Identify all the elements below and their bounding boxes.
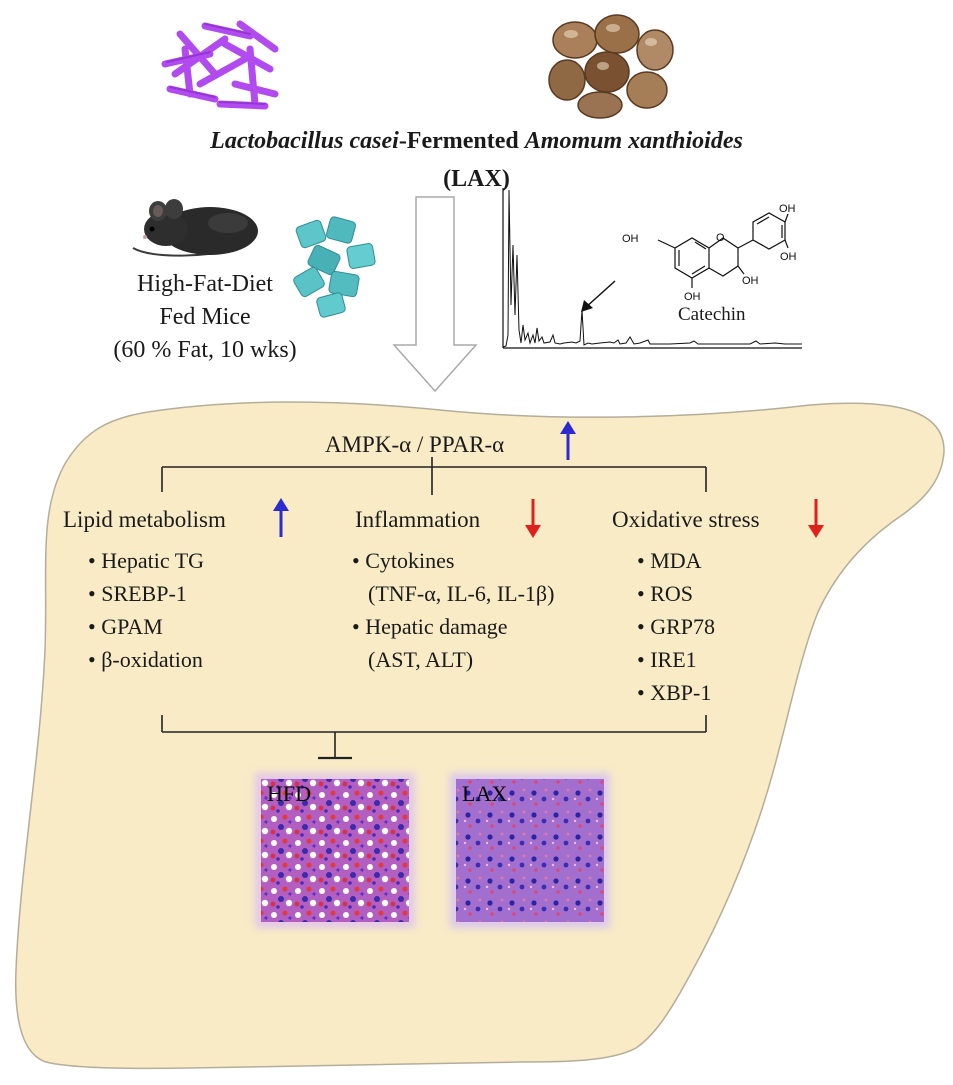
catechin-structure: O OH OH OH OH OH	[622, 203, 797, 303]
svg-text:OH: OH	[684, 291, 701, 303]
list-item: • IRE1	[637, 647, 697, 672]
hfd-label: HFD	[267, 781, 311, 806]
svg-text:O: O	[716, 232, 725, 244]
svg-text:OH: OH	[779, 203, 796, 215]
list-item: • MDA	[637, 548, 702, 573]
lactobacillus-icon	[161, 20, 279, 110]
oxidative-stress-heading: Oxidative stress	[612, 507, 760, 532]
hfd-histology-image: HFD	[255, 773, 415, 928]
svg-text:OH: OH	[742, 275, 759, 287]
catechin-label: Catechin	[678, 304, 746, 325]
list-item: • SREBP-1	[88, 581, 187, 606]
lax-label: LAX	[462, 781, 507, 806]
animal-model-label: High-Fat-Diet Fed Mice (60 % Fat, 10 wks…	[113, 271, 297, 363]
ampk-ppar-label: AMPK-α / PPAR-α	[325, 432, 505, 457]
list-item: • Hepatic TG	[88, 548, 205, 573]
up-arrow-icon	[560, 421, 576, 460]
big-down-arrow-icon	[392, 196, 478, 393]
lipid-up-arrow-icon	[273, 498, 289, 537]
inflammation-list: • Cytokines (TNF-α, IL-6, IL-1β) • Hepat…	[352, 544, 554, 676]
list-item: (AST, ALT)	[368, 647, 474, 672]
inflammation-down-arrow-icon	[525, 499, 541, 538]
list-item: • GRP78	[637, 614, 715, 639]
diet-pellet-icon	[293, 216, 376, 318]
peak-pointer-arrow-icon	[581, 280, 616, 312]
oxidative-down-arrow-icon	[808, 499, 824, 538]
list-item: • ROS	[637, 581, 693, 606]
lipid-metabolism-list: • Hepatic TG • SREBP-1 • GPAM • β-oxidat…	[88, 544, 204, 676]
list-item: • Hepatic damage	[352, 614, 508, 639]
lax-abbreviation: (LAX)	[443, 166, 510, 192]
list-item: • GPAM	[88, 614, 163, 639]
list-item: • β-oxidation	[88, 647, 203, 672]
svg-text:OH: OH	[622, 233, 639, 245]
oxidative-stress-list: • MDA • ROS • GRP78 • IRE1 • XBP-1	[637, 544, 715, 709]
mouse-icon	[132, 199, 258, 257]
list-item: • Cytokines	[352, 548, 455, 573]
inflammation-heading: Inflammation	[355, 507, 481, 532]
lipid-metabolism-heading: Lipid metabolism	[63, 507, 226, 532]
list-item: (TNF-α, IL-6, IL-1β)	[368, 581, 555, 606]
list-item: • XBP-1	[637, 680, 712, 705]
hplc-chromatogram	[502, 188, 802, 349]
chromatogram-trace	[502, 189, 802, 348]
title: Lactobacillus casei-Fermented Amomum xan…	[210, 128, 743, 154]
amomum-fruit-icon	[548, 14, 674, 119]
svg-text:OH: OH	[780, 251, 797, 263]
lax-histology-image: LAX	[450, 773, 610, 928]
